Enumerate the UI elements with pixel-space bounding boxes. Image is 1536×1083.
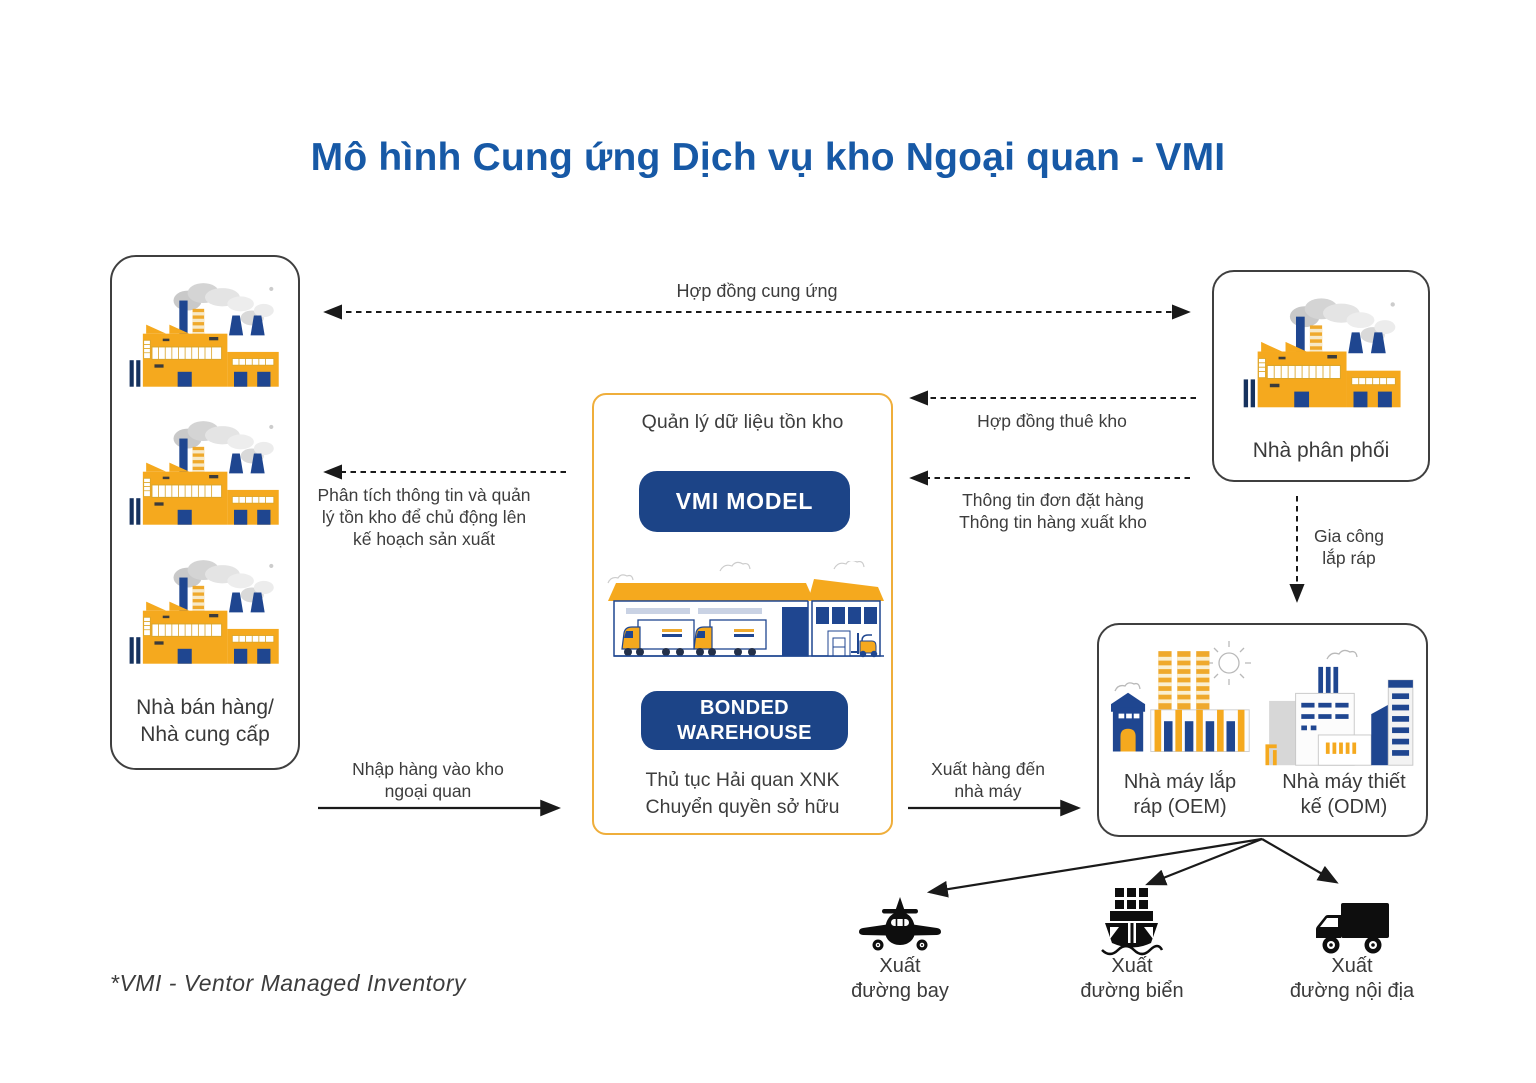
factory-illustration <box>1240 294 1406 416</box>
factory-illustration <box>126 279 284 395</box>
export-road-label: Xuất đường nội địa <box>1289 955 1415 1002</box>
export-air-label: Xuất đường bay <box>851 955 949 1002</box>
vmi-footnote: *VMI - Ventor Managed Inventory <box>110 970 466 996</box>
outbound-label: Xuất hàng đến nhà máy <box>931 759 1045 801</box>
odm-factory-illustration <box>1265 665 1417 769</box>
vmi-model-badge: VMI MODEL <box>639 471 850 532</box>
suppliers-box: Nhà bán hàng/ Nhà cung cấp <box>110 255 300 770</box>
vmi-header: Quản lý dữ liệu tồn kho <box>641 411 844 433</box>
factory-illustration <box>126 556 284 672</box>
suppliers-label: Nhà bán hàng/ Nhà cung cấp <box>136 695 274 746</box>
oem-label: Nhà máy lắp ráp (OEM) <box>1123 771 1237 818</box>
page-title: Mô hình Cung ứng Dịch vụ kho Ngoại quan … <box>310 136 1226 179</box>
customs-note: Thủ tục Hải quan XNK Chuyển quyền sở hữu <box>645 769 840 818</box>
vmi-service-box: Quản lý dữ liệu tồn kho VMI MODEL BONDED… <box>592 393 893 835</box>
warehouse-lease-label: Hợp đồng thuê kho <box>977 411 1127 431</box>
distributor-box: Nhà phân phối <box>1212 270 1430 482</box>
distributor-label: Nhà phân phối <box>1252 439 1390 462</box>
export-sea-label: Xuất đường biển <box>1080 955 1184 1002</box>
factory-illustration <box>126 417 284 533</box>
supply-contract-label: Hợp đồng cung ứng <box>676 281 838 301</box>
oem-factory-illustration <box>1111 645 1253 769</box>
inbound-label: Nhập hàng vào kho ngoại quan <box>352 759 504 801</box>
bonded-warehouse-illustration <box>602 560 887 680</box>
ship-icon <box>1100 888 1164 956</box>
factories-box: Nhà máy lắp ráp (OEM) Nhà máy thiết kế (… <box>1097 623 1428 837</box>
order-info-label: Thông tin đơn đặt hàng Thông tin hàng xu… <box>959 490 1147 532</box>
airplane-icon <box>858 896 942 958</box>
assembly-label: Gia công lắp ráp <box>1313 526 1385 568</box>
analysis-label: Phân tích thông tin và quản lý tồn kho đ… <box>317 485 531 549</box>
truck-icon <box>1314 902 1390 956</box>
bonded-warehouse-badge: BONDED WAREHOUSE <box>641 691 848 750</box>
odm-label: Nhà máy thiết kế (ODM) <box>1282 771 1406 818</box>
